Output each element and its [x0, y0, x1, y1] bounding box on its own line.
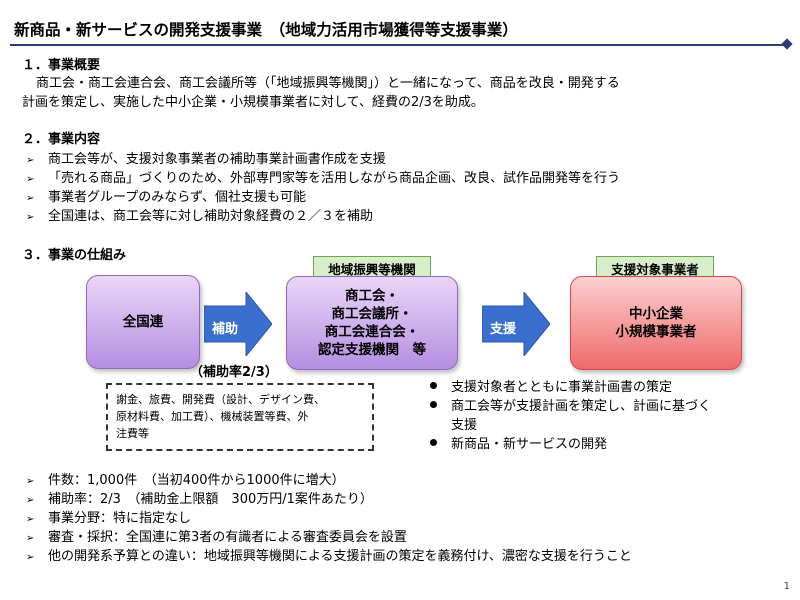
summary-item: ➢ 他の開発系予算との違い：地域振興等機関による支援計画の策定を義務付け、濃密な… [26, 545, 632, 564]
arrow-bullet-icon: ➢ [26, 552, 35, 563]
summary-item: ➢ 審査・採択：全国連に第3者の有識者による審査委員会を設置 [26, 526, 407, 545]
arrow-bullet-icon: ➢ [26, 155, 35, 166]
list-item: ➢ 事業者グループのみならず、個社支援も可能 [26, 186, 306, 205]
zenkokuren-box: 全国連 [86, 275, 200, 369]
subsidy-arrow-icon [204, 292, 272, 356]
page-number: 1 [783, 581, 790, 592]
dot-bullet-icon [430, 382, 437, 389]
list-item: ➢ 「売れる商品」づくりのため、外部専門家等を活用しながら商品企画、改良、試作品… [26, 167, 620, 186]
summary-text: 事業分野：特に指定なし [48, 511, 192, 526]
arrow-bullet-icon: ➢ [26, 533, 35, 544]
support-list-item: 新商品・新サービスの開発 [426, 433, 607, 452]
arrow-bullet-icon: ➢ [26, 476, 35, 487]
org-line: 商工会議所・ [331, 305, 413, 322]
dot-bullet-icon [430, 401, 437, 408]
support-arrow-label: 支援 [490, 322, 517, 337]
summary-item: ➢ 事業分野：特に指定なし [26, 507, 191, 526]
title-rule [10, 44, 788, 46]
target-box: 中小企業 小規模事業者 [570, 276, 742, 370]
section3-heading: ３．事業の仕組み [22, 248, 127, 263]
target-line: 中小企業 [629, 305, 683, 322]
org-line: 商工会連合会・ [324, 324, 420, 340]
title-diamond-icon [781, 38, 793, 50]
support-list-item: 支援対象者とともに事業計画書の策定 [426, 376, 672, 395]
dot-bullet-icon [430, 439, 437, 446]
list-item: ➢ 商工会等が、支援対象事業者の補助事業計画書作成を支援 [26, 148, 386, 167]
summary-item: ➢ 件数：1,000件 （当初400件から1000件に増大） [26, 469, 345, 488]
subsidy-arrow-label: 補助 [212, 322, 239, 337]
expenses-line: 注費等 [116, 427, 149, 441]
expenses-line: 謝金、旅費、開発費（設計、デザイン費、 [116, 393, 325, 406]
summary-text: 審査・採択：全国連に第3者の有識者による審査委員会を設置 [48, 530, 407, 545]
section1-line: 計画を策定し、実施した中小企業・小規模事業者に対して、経費の2/3を助成。 [22, 95, 484, 110]
section2-heading: ２．事業内容 [22, 132, 101, 147]
list-item-text: 全国連は、商工会等に対し補助対象経費の２／３を補助 [48, 209, 374, 224]
arrow-bullet-icon: ➢ [26, 212, 35, 223]
org-line: 商工会・ [345, 287, 399, 304]
list-item-text: 商工会等が、支援対象事業者の補助事業計画書作成を支援 [48, 152, 386, 167]
summary-item: ➢ 補助率：2/3 （補助金上限額 300万円/1案件あたり） [26, 488, 373, 507]
support-list-item: 商工会等が支援計画を策定し、計画に基づく [426, 395, 711, 414]
expenses-line: 原材料費、加工費）、機械装置等費、外 [116, 410, 309, 424]
support-arrow-icon [482, 292, 550, 356]
org-box: 商工会・ 商工会議所・ 商工会連合会・ 認定支援機関 等 [286, 276, 458, 370]
summary-text: 他の開発系予算との違い：地域振興等機関による支援計画の策定を義務付け、濃密な支援… [48, 549, 632, 564]
section1-heading: １．事業概要 [22, 58, 101, 73]
summary-text: 件数：1,000件 （当初400件から1000件に増大） [48, 473, 345, 488]
list-item-text: 事業者グループのみならず、個社支援も可能 [48, 190, 307, 205]
eligible-expenses-box: 謝金、旅費、開発費（設計、デザイン費、 原材料費、加工費）、機械装置等費、外 注… [106, 383, 374, 451]
list-item-text: 「売れる商品」づくりのため、外部専門家等を活用しながら商品企画、改良、試作品開発… [48, 171, 621, 186]
subsidy-rate-label: （補助率2/3） [190, 365, 278, 380]
arrow-bullet-icon: ➢ [26, 514, 35, 525]
org-line: 認定支援機関 等 [318, 342, 426, 359]
list-item: ➢ 全国連は、商工会等に対し補助対象経費の２／３を補助 [26, 205, 373, 224]
zenkokuren-label: 全国連 [122, 313, 164, 330]
target-line: 小規模事業者 [615, 324, 697, 340]
arrow-bullet-icon: ➢ [26, 495, 35, 506]
page-title: 新商品・新サービスの開発支援事業 （地域力活用市場獲得等支援事業） [14, 21, 518, 39]
summary-text: 補助率：2/3 （補助金上限額 300万円/1案件あたり） [48, 492, 373, 507]
arrow-bullet-icon: ➢ [26, 193, 35, 204]
section1-line: 商工会・商工会連合会、商工会議所等（「地域振興等機関」）と一緒になって、商品を改… [36, 76, 620, 91]
support-list-item-continued: 支援 [451, 418, 478, 433]
arrow-bullet-icon: ➢ [26, 174, 35, 185]
